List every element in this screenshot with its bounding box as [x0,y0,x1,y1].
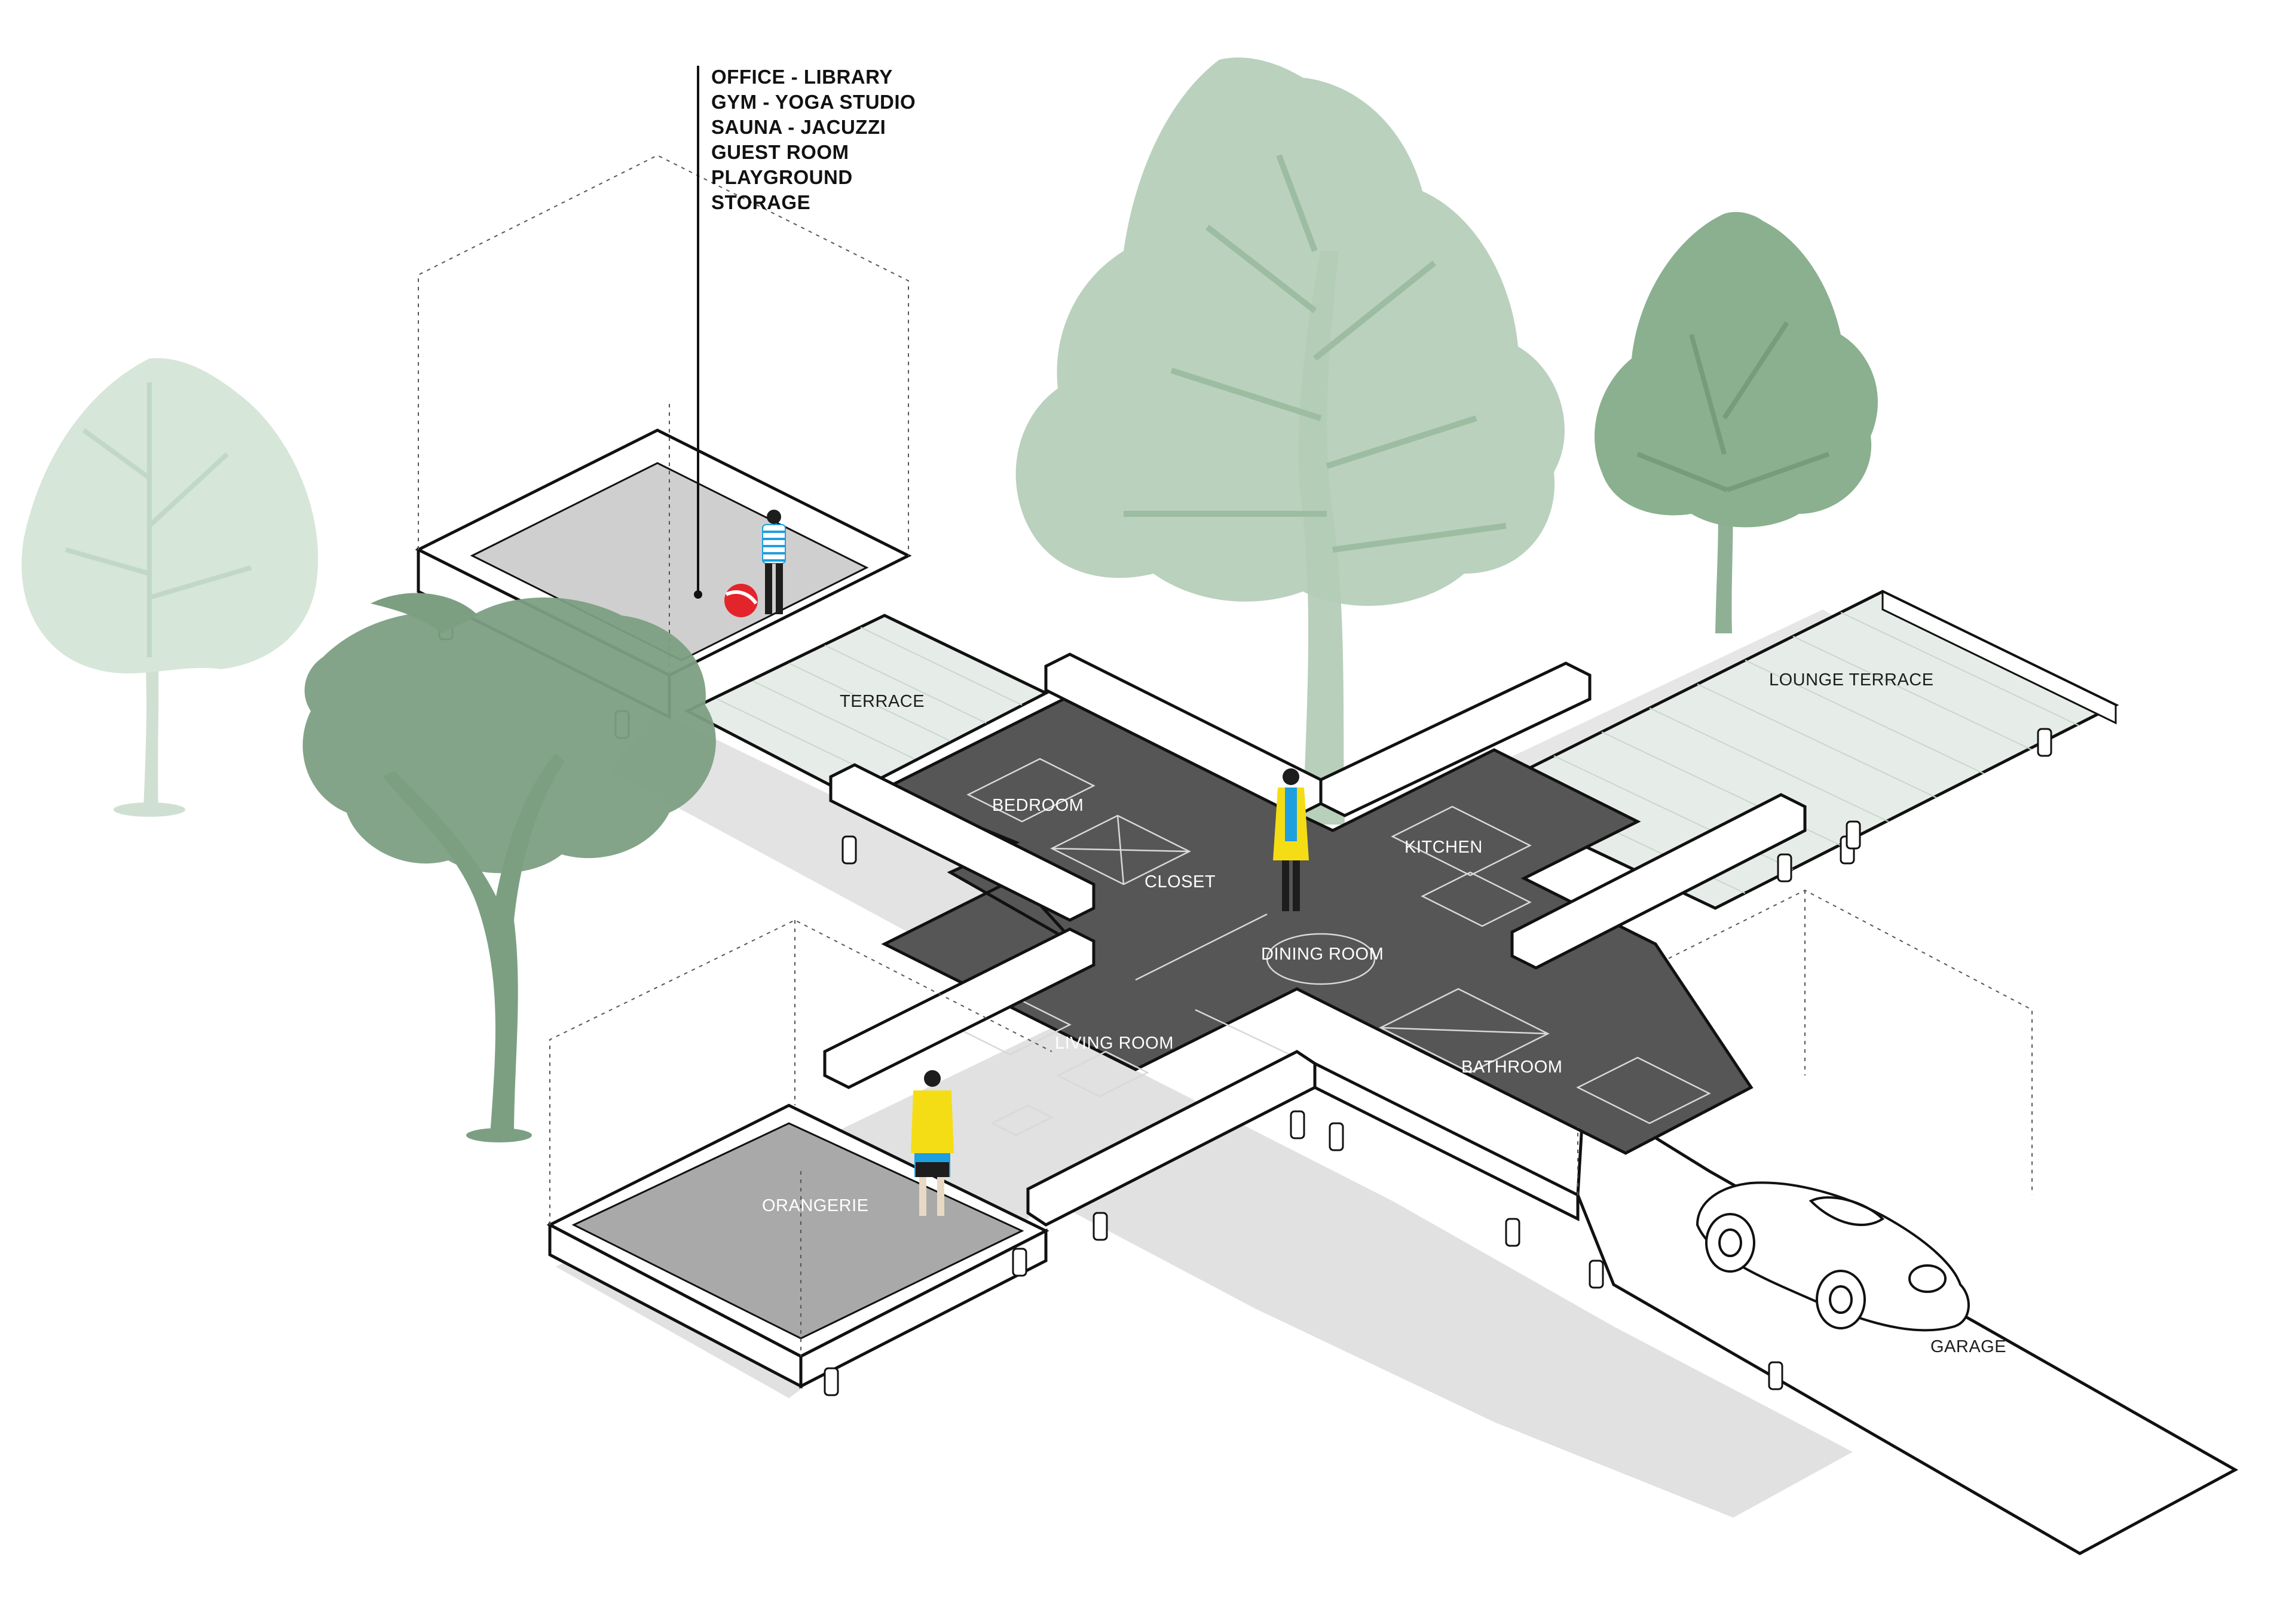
terrace-deck [684,614,1049,796]
label-dining-room: DINING ROOM [1261,945,1384,964]
annotation-line-3: SAUNA - JACUZZI [711,116,886,138]
ball-icon [724,584,758,617]
annotation-line-6: STORAGE [711,191,810,213]
label-lounge-terrace: LOUNGE TERRACE [1769,670,1934,690]
person-yellow-shirt [911,1070,954,1216]
annotation-leader [694,66,702,599]
tree-center-tall [1015,57,1565,825]
annotation-text: OFFICE - LIBRARY GYM - YOGA STUDIO SAUNA… [711,66,916,213]
car-illustration [1696,1181,1970,1332]
tree-right [1595,212,1878,633]
label-closet: CLOSET [1145,872,1216,891]
annotation-line-5: PLAYGROUND [711,166,853,188]
annotation-line-1: OFFICE - LIBRARY [711,66,893,88]
label-bedroom: BEDROOM [992,796,1084,815]
garage-box-outline [1577,889,2033,1195]
label-kitchen: KITCHEN [1404,838,1483,857]
label-garage: GARAGE [1930,1337,2006,1356]
label-orangerie: ORANGERIE [762,1196,869,1215]
label-terrace: TERRACE [840,692,925,711]
annotation-line-4: GUEST ROOM [711,141,849,163]
tree-foreground-left [302,593,716,1142]
label-living-room: LIVING ROOM [1055,1034,1174,1053]
tree-far-left [22,358,319,817]
person-yellow-coat [1273,768,1309,911]
orangerie-box [546,919,1052,1389]
central-walls [823,652,1807,1227]
lounge-terrace-deck [1473,590,2119,910]
label-bathroom: BATHROOM [1461,1058,1562,1077]
annotation-line-2: GYM - YOGA STUDIO [711,91,916,113]
child-figure [762,510,786,614]
